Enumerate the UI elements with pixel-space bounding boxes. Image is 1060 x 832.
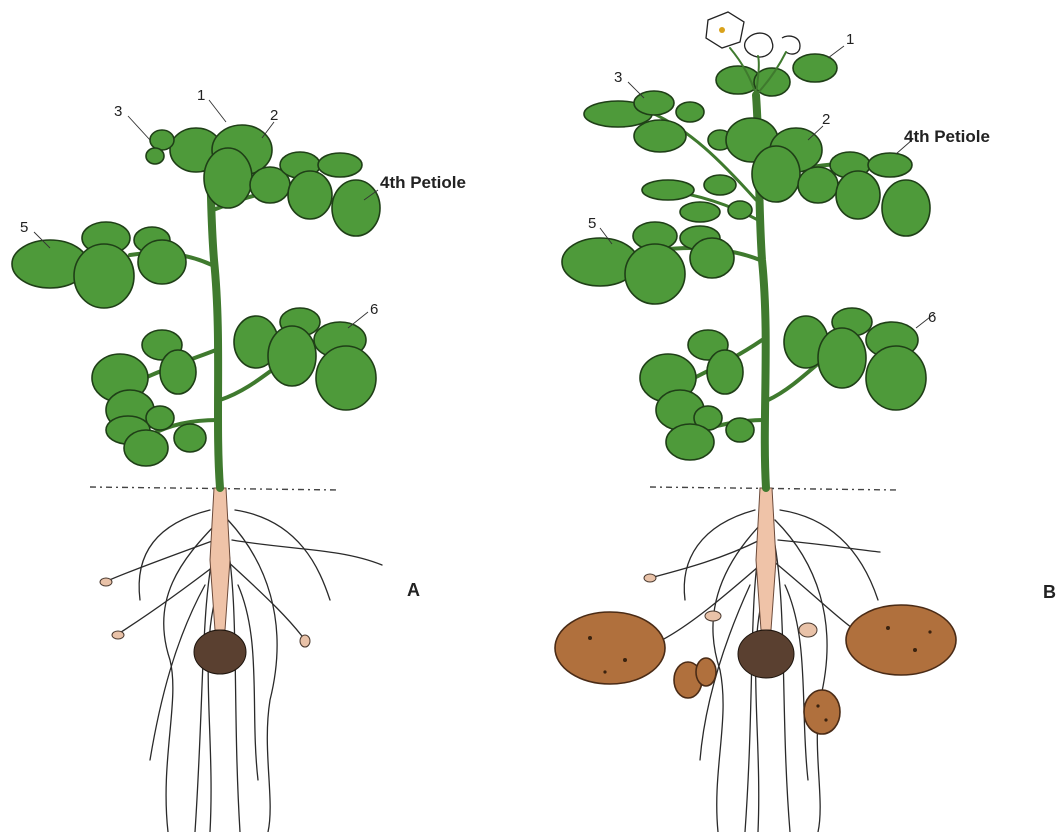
- plant-a-leader-6: [348, 312, 368, 328]
- plant-b-flower-bud: [782, 36, 800, 54]
- plant-b-leaf-label-2: 2: [822, 111, 830, 128]
- plant-a-seed-piece: [194, 630, 246, 674]
- plant-b-petiole-label: 4th Petiole: [904, 127, 990, 146]
- plant-a-stolon-tip: [112, 631, 124, 639]
- plant-b-stolon-tip: [799, 623, 817, 637]
- plant-a-leaf-label-1: 1: [197, 87, 205, 104]
- plant-b-leaf-label-1: 1: [846, 31, 854, 48]
- plant-a-leaf-label-5: 5: [20, 219, 28, 236]
- plant-a-leaf-label-2: 2: [270, 107, 278, 124]
- plant-a-underground-stem: [210, 488, 230, 630]
- plant-a-leaves: [12, 125, 380, 466]
- plant-a-stolon-tip: [300, 635, 310, 647]
- plant-a: 1 2 3 5 6 4th Petiole A: [12, 87, 466, 832]
- plant-a-petiole-label: 4th Petiole: [380, 173, 466, 192]
- plant-a-leader-1: [209, 100, 226, 122]
- plant-a-stolon-tip: [100, 578, 112, 586]
- plant-a-panel-label: A: [407, 580, 420, 600]
- plant-b-stolon-tip: [705, 611, 721, 621]
- plant-b-flower-bud: [745, 33, 773, 57]
- plant-b-leader-1: [828, 46, 844, 58]
- plant-b-leaf-label-5: 5: [588, 215, 596, 232]
- plant-b-seed-piece: [738, 630, 794, 678]
- plant-a-leaf-label-3: 3: [114, 103, 122, 120]
- plant-b-leaf-label-3: 3: [614, 69, 622, 86]
- plant-a-roots: [105, 510, 382, 832]
- plant-b-flower-center: [719, 27, 725, 33]
- plant-a-leader-3: [128, 116, 150, 140]
- plant-b-leader-3: [628, 82, 644, 98]
- plant-b-leaf-label-6: 6: [928, 309, 936, 326]
- plant-b-panel-label: B: [1043, 582, 1056, 602]
- plant-b: 1 2 3 5 6 4th Petiole B: [555, 12, 1056, 832]
- plant-a-leader-2: [262, 122, 274, 138]
- plant-b-underground-stem: [756, 488, 776, 630]
- plant-b-soil-line: [650, 487, 898, 490]
- plant-a-leaf-label-6: 6: [370, 301, 378, 318]
- plant-b-stolon-tip: [644, 574, 656, 582]
